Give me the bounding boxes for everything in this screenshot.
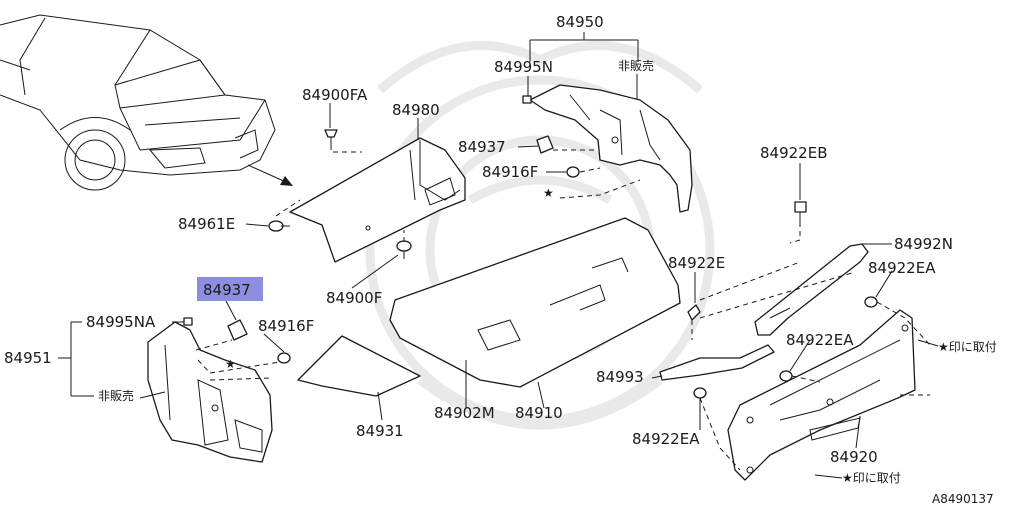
clip-84922e	[687, 304, 701, 321]
car-rear-illustration	[0, 14, 276, 191]
callout-84950: 84950	[556, 13, 604, 31]
callout-attach-at-star-bottom: ★印に取付	[842, 471, 901, 485]
clip-84916f-upper	[566, 166, 580, 178]
callout-not-for-sale-upper: 非販売	[618, 58, 654, 73]
callout-84937-upper: 84937	[458, 138, 506, 156]
figure-id: A8490137	[932, 492, 994, 506]
clip-84922ea-1	[864, 296, 878, 308]
callout-attach-at-star-right: ★印に取付	[938, 340, 997, 354]
callout-labels: 84950 84995N 非販売 84900FA 84980 84937 849…	[4, 13, 997, 506]
star-mark-lower: ★	[225, 357, 236, 371]
trunk-side-trim-84980	[289, 137, 466, 263]
callout-84916f-upper: 84916F	[482, 163, 538, 181]
callout-84992n: 84992N	[894, 235, 953, 253]
clip-84900fa	[324, 129, 338, 145]
callout-84961e: 84961E	[178, 215, 235, 233]
clip-84900f	[396, 240, 412, 259]
star-mark-upper: ★	[543, 186, 554, 200]
callout-84902m: 84902M	[434, 404, 495, 422]
callout-84931: 84931	[356, 422, 404, 440]
direction-arrow	[247, 164, 293, 186]
callout-84922ea-2: 84922EA	[786, 331, 854, 349]
callout-84922ea-3: 84922EA	[632, 430, 700, 448]
floor-mat-84931	[297, 335, 421, 397]
highlight-box	[197, 277, 263, 301]
callout-84980: 84980	[392, 101, 440, 119]
clip-84922ea-2	[779, 370, 793, 382]
clip-84995na	[183, 317, 193, 326]
callout-84920: 84920	[830, 448, 878, 466]
callout-84993: 84993	[596, 368, 644, 386]
callout-84922eb: 84922EB	[760, 144, 828, 162]
clip-84916f-lower	[277, 352, 291, 364]
rear-strip-84992n	[754, 243, 869, 336]
rear-strip-84993	[659, 344, 775, 381]
clip-84922ea-3	[693, 387, 707, 399]
callout-84951: 84951	[4, 349, 52, 367]
trunk-bracket-84951	[147, 321, 273, 463]
clip-84937-lower	[227, 319, 248, 341]
callout-84922e: 84922E	[668, 254, 725, 272]
callout-84900f: 84900F	[326, 289, 382, 307]
callout-84916f-lower: 84916F	[258, 317, 314, 335]
rear-panel-84920	[727, 309, 916, 481]
callout-not-for-sale-lower: 非販売	[98, 388, 134, 403]
callout-84995n: 84995N	[494, 58, 553, 76]
clip-84961e	[268, 220, 290, 232]
clip-84937-upper	[536, 135, 554, 154]
trunk-floor-mat-84902m	[389, 217, 681, 388]
callout-84900fa: 84900FA	[302, 86, 368, 104]
callout-84922ea-1: 84922EA	[868, 259, 936, 277]
leader-lines	[58, 32, 939, 479]
clip-84995n	[522, 95, 532, 104]
trunk-bracket-84950	[529, 84, 693, 213]
callout-84995na: 84995NA	[86, 313, 156, 331]
callout-84910: 84910	[515, 404, 563, 422]
clip-84922eb	[794, 201, 807, 222]
callout-84937-highlighted: 84937	[203, 281, 251, 299]
